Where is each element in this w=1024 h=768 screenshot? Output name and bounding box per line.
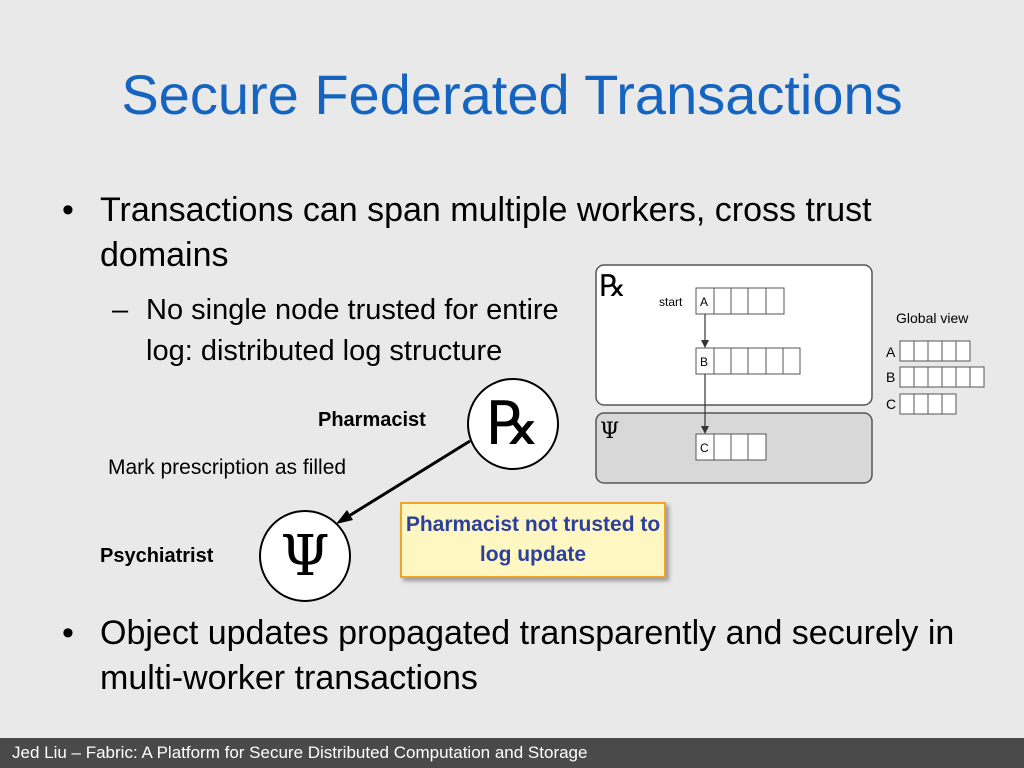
sub-bullet-text: No single node trusted for entire log: d…	[146, 294, 559, 367]
log-diagram: ℞ Ψ start A B C	[590, 260, 990, 490]
global-row-b: B	[886, 366, 985, 388]
log-a-label: A	[700, 295, 708, 309]
global-a-label: A	[886, 344, 896, 360]
bullet-transactions: • Transactions can span multiple workers…	[62, 188, 942, 278]
psychiatrist-label: Psychiatrist	[100, 545, 214, 567]
log-b-label: B	[700, 355, 708, 369]
pharmacist-label: Pharmacist	[318, 409, 426, 431]
log-diagram-svg: ℞ Ψ start A B C	[595, 264, 985, 484]
trust-callout: Pharmacist not trusted to log update	[400, 502, 666, 578]
global-view-label: Global view	[896, 310, 969, 326]
bullet-object-updates: • Object updates propagated transparentl…	[62, 611, 962, 701]
bullet-marker: •	[62, 191, 74, 229]
slide-footer: Jed Liu – Fabric: A Platform for Secure …	[0, 738, 1024, 768]
start-label: start	[659, 295, 683, 309]
sub-bullet-log: – No single node trusted for entire log:…	[112, 290, 592, 372]
bullet-marker: •	[62, 614, 74, 652]
sub-bullet-marker: –	[112, 294, 129, 326]
trust-callout-text: Pharmacist not trusted to log update	[405, 513, 661, 566]
global-b-label: B	[886, 369, 895, 385]
log-segment-a: A	[695, 287, 785, 315]
rx-domain-box	[595, 264, 873, 406]
arrow-head	[336, 510, 353, 524]
action-caption: Mark prescription as filled	[108, 456, 347, 479]
log-link-b-c-head	[701, 426, 709, 434]
bullet-text: Transactions can span multiple workers, …	[100, 191, 872, 274]
log-segment-c: C	[695, 433, 767, 461]
psychiatrist-psi-icon: Ψ	[259, 510, 351, 602]
global-c-label: C	[886, 396, 896, 412]
rx-domain-icon: ℞	[599, 269, 626, 304]
global-row-a: A	[886, 340, 971, 362]
slide-title: Secure Federated Transactions	[121, 63, 903, 126]
psi-domain-icon: Ψ	[600, 419, 619, 444]
global-row-c: C	[886, 393, 957, 415]
pharmacist-rx-icon: ℞	[467, 378, 559, 470]
log-c-label: C	[700, 441, 709, 455]
bullet-text: Object updates propagated transparently …	[100, 614, 955, 697]
log-segment-b: B	[695, 347, 801, 375]
log-link-a-b-head	[701, 340, 709, 348]
